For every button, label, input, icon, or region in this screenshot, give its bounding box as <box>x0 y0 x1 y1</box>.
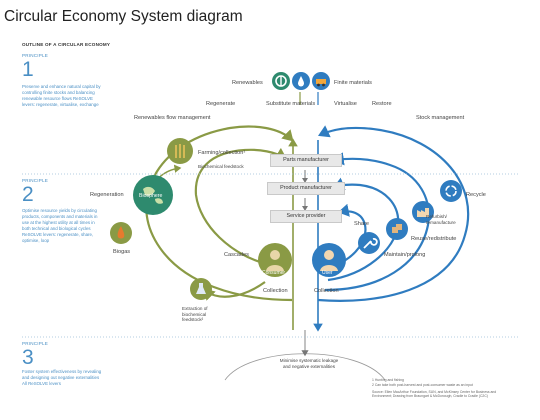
principle-2-text: Optimise resource yields by circulating … <box>22 208 98 243</box>
biosphere-globe-icon <box>133 175 173 215</box>
renewables-flow-label: Renewables flow management <box>134 115 211 121</box>
biosphere-label: Biosphere <box>139 193 163 199</box>
biochemical-feedstock-label: Biochemical feedstock <box>198 164 244 169</box>
share-label: Share <box>354 221 369 227</box>
principle-2-number: 2 <box>22 183 34 206</box>
service-provider-box: Service provider <box>270 210 342 223</box>
principle-1-label: PRINCIPLE <box>22 53 49 58</box>
principle-3-number: 3 <box>22 346 34 369</box>
principle-separators <box>22 173 520 338</box>
extraction-label: Extraction of biochemical feedstock² <box>182 306 208 323</box>
renewables-label: Renewables <box>232 80 263 86</box>
user-label: User <box>322 270 333 276</box>
lever-regenerate: Regenerate <box>206 101 236 107</box>
reuse-redistribute-label: Reuse/redistribute <box>411 236 457 242</box>
product-manufacturer-box: Product manufacturer <box>267 182 345 195</box>
recycle-icon <box>440 180 462 202</box>
consumer-label: Consumer <box>262 270 286 276</box>
flask-icon <box>190 278 212 300</box>
cascades-label: Cascades <box>224 252 249 258</box>
principle-3-text: Foster system effectiveness by revealing… <box>22 369 102 386</box>
boxes-icon <box>386 218 408 240</box>
stock-management-label: Stock management <box>416 115 465 121</box>
principle-1-number: 1 <box>22 58 34 81</box>
farming-collection-label: Farming/collection¹ <box>198 150 246 156</box>
outline-heading: OUTLINE OF A CIRCULAR ECONOMY <box>22 42 111 47</box>
tech-collection-label: Collection <box>314 288 339 294</box>
factory-icon <box>412 201 434 223</box>
user-icon <box>312 243 346 277</box>
page-title: Circular Economy System diagram <box>4 8 243 25</box>
central-flow-arrows <box>288 92 323 332</box>
wrench-icon <box>358 232 380 254</box>
lever-virtualise: Virtualise <box>334 101 357 107</box>
minimise-leakage-label: Minimise systematic leakage and negative… <box>279 358 339 369</box>
wheat-icon <box>167 138 193 164</box>
oil-drop-icon <box>292 72 310 90</box>
lever-substitute-materials: Substitute materials <box>266 101 316 107</box>
principle-2-label: PRINCIPLE <box>22 178 49 183</box>
finite-materials-label: Finite materials <box>334 80 372 86</box>
footnote-1: 1 Hunting and fishing <box>372 378 404 382</box>
lever-restore: Restore <box>372 101 392 107</box>
biogas-label: Biogas <box>113 249 131 255</box>
renewables-icon <box>272 72 290 90</box>
regeneration-label: Regeneration <box>90 192 124 198</box>
principle-1-text: Preserve and enhance natural capital by … <box>22 84 101 107</box>
truck-icon <box>312 72 330 90</box>
bio-collection-label: Collection <box>263 288 288 294</box>
refurbish-label: Refurbish/ remanufacture <box>426 214 456 225</box>
biogas-flame-icon <box>110 222 132 244</box>
recycle-label: Recycle <box>466 192 486 198</box>
source-note: Source: Ellen MacArthur Foundation, SUN,… <box>372 390 497 399</box>
parts-manufacturer-box: Parts manufacturer <box>270 154 342 167</box>
leakage-funnel <box>224 330 386 381</box>
principle-3-label: PRINCIPLE <box>22 341 49 346</box>
maintain-prolong-label: Maintain/prolong <box>384 252 426 258</box>
consumer-icon <box>258 243 292 277</box>
footnote-2: 2 Can take both post-harvest and post-co… <box>372 383 473 387</box>
